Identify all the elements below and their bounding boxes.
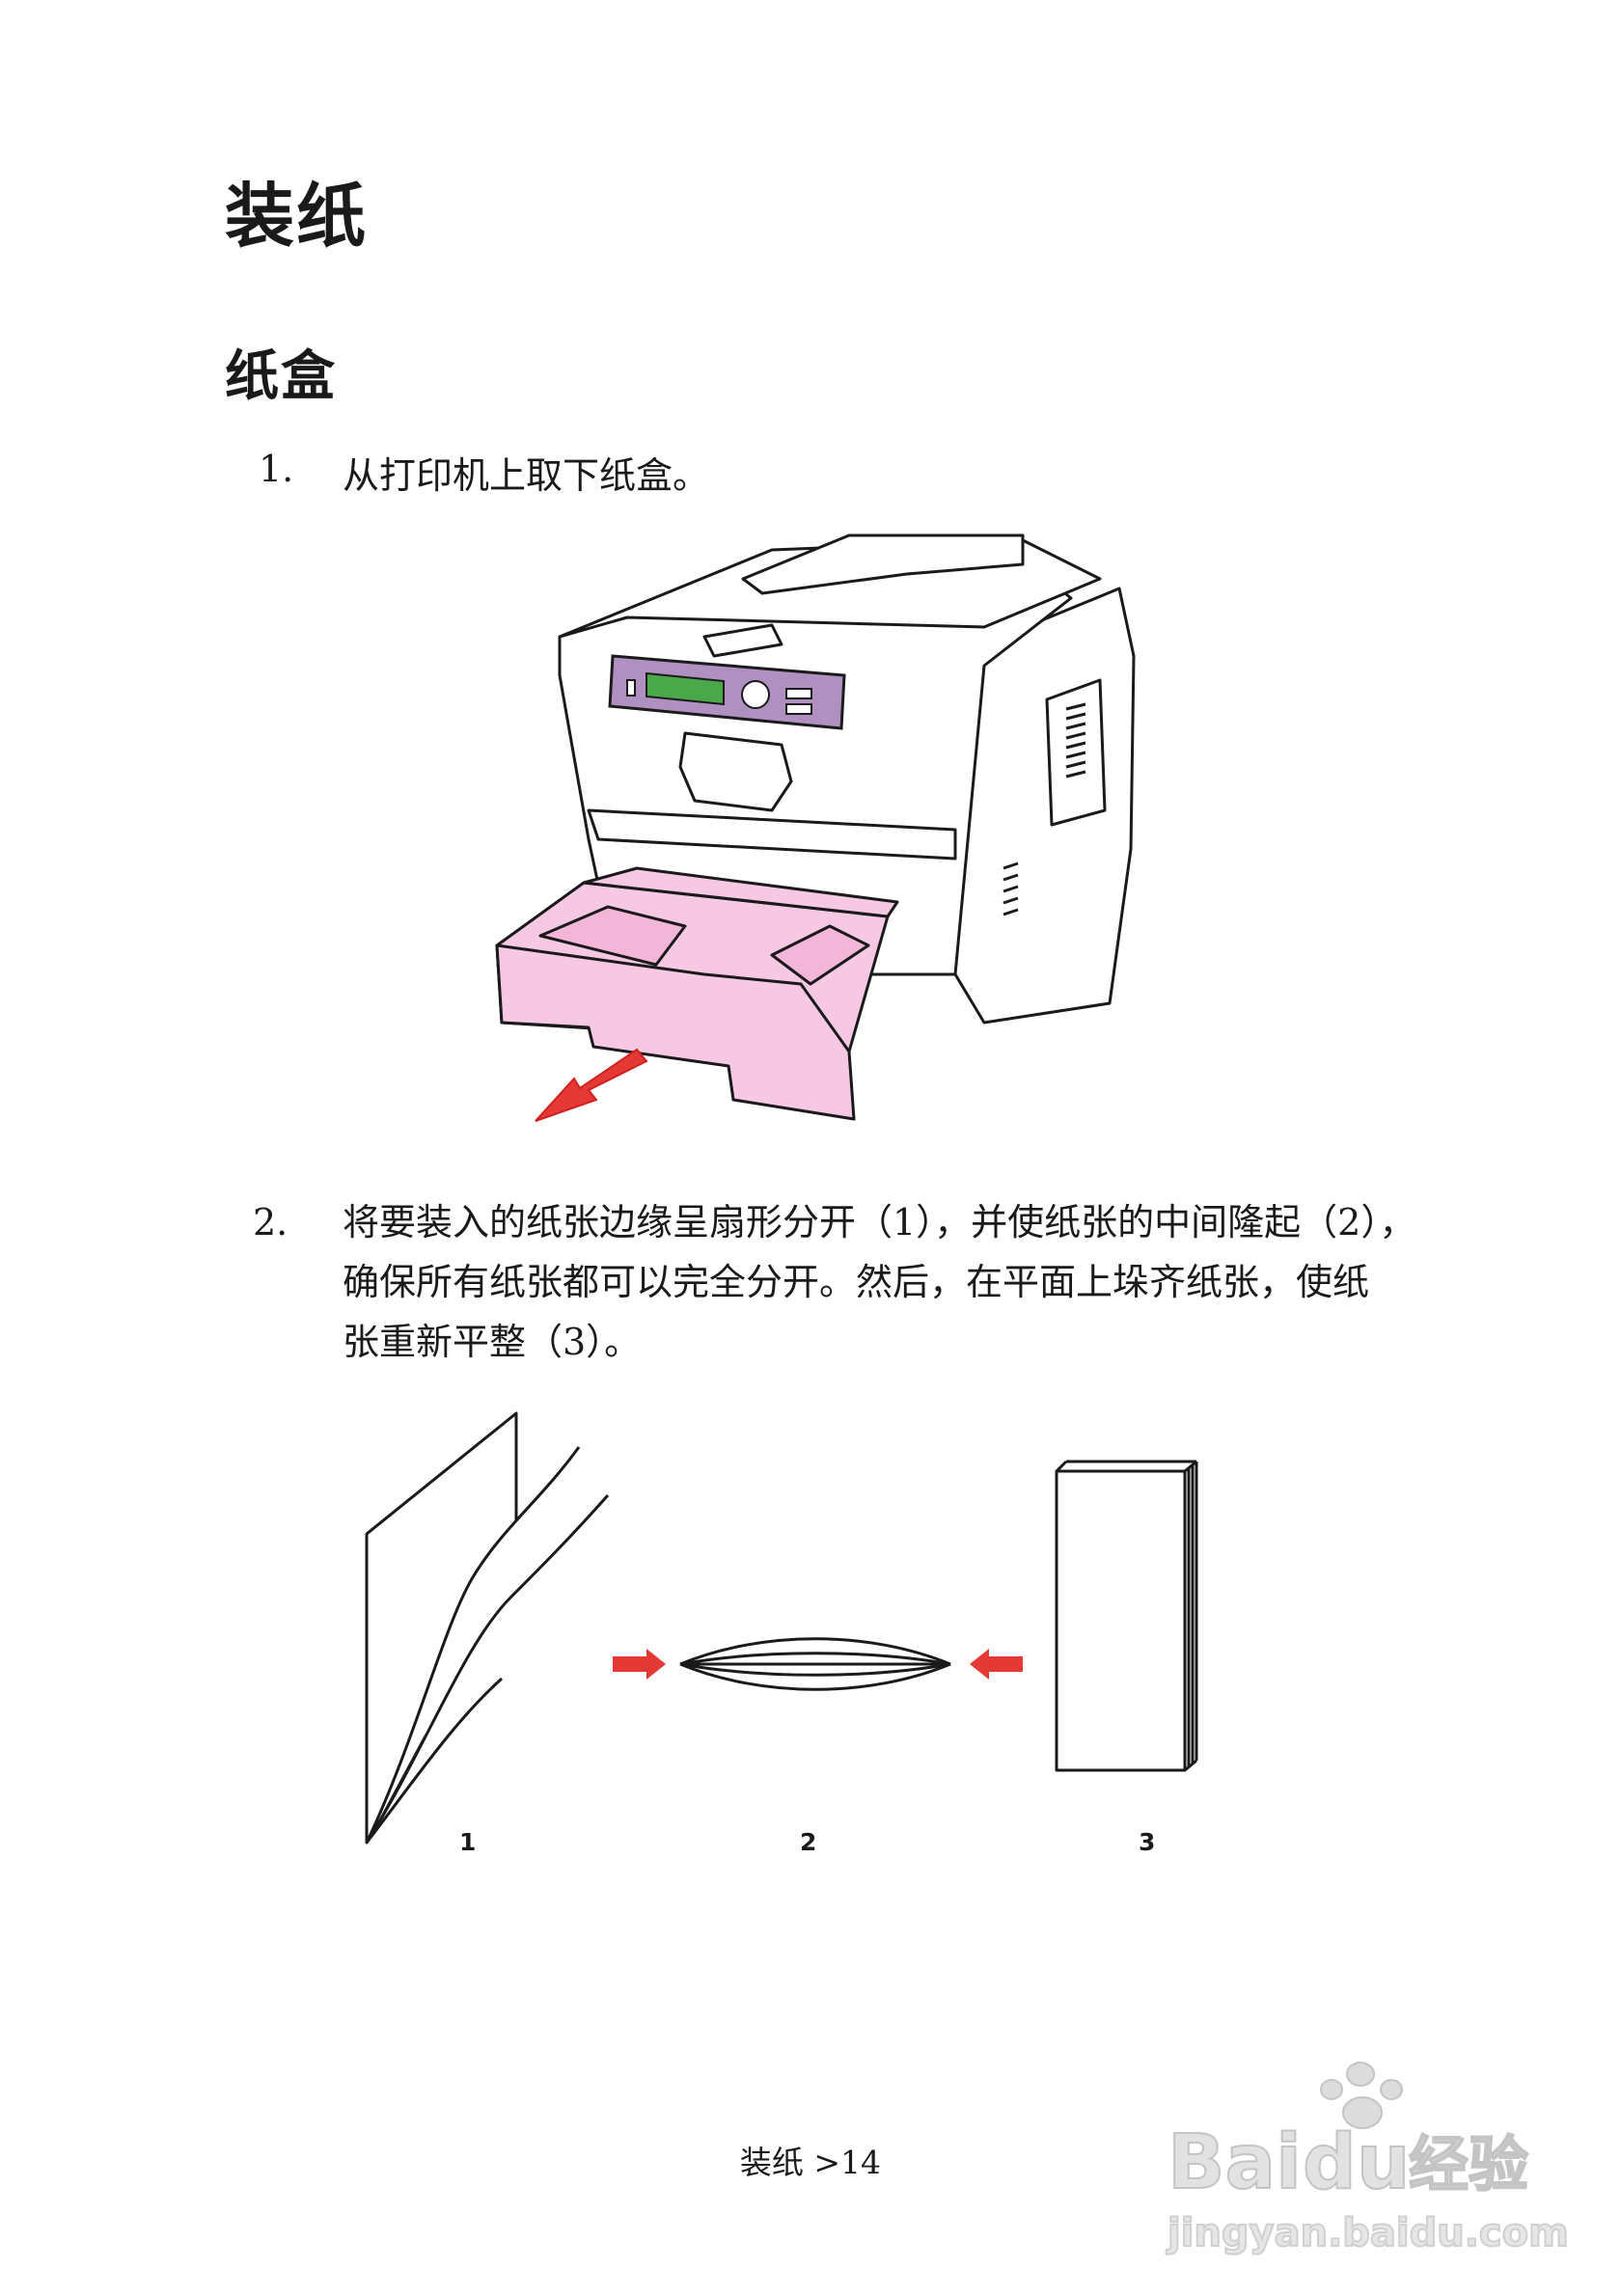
figure-label-2: 2 xyxy=(800,1828,817,1856)
paper-tray xyxy=(495,866,899,1121)
baidu-watermark-logo: Bai du 经验 jingyan.baidu.com xyxy=(1165,2062,1570,2256)
step-2-line: 张重新平整（3）。 xyxy=(343,1321,642,1363)
step-2-number: 2. xyxy=(253,1201,288,1244)
svg-text:du: du xyxy=(1303,2119,1410,2206)
squeeze-arrow-right-icon xyxy=(970,1649,1023,1680)
step-1-number: 1. xyxy=(259,448,294,490)
squeeze-arrow-left-icon xyxy=(613,1649,666,1680)
step-2-text: 将要装入的纸张边缘呈扇形分开（1），并使纸张的中间隆起（2）， 确保所有纸张都可… xyxy=(343,1192,1433,1372)
display-screen xyxy=(646,671,725,706)
fan-paper-illustration xyxy=(365,1411,1198,1845)
section-title: 纸盒 xyxy=(225,345,337,408)
figure-label-3: 3 xyxy=(1139,1828,1156,1856)
figure-label-1: 1 xyxy=(459,1828,477,1856)
step-2-line: 确保所有纸张都可以完全分开。然后，在平面上垛齐纸张，使纸 xyxy=(343,1261,1370,1303)
printer-tray-illustration xyxy=(495,533,1136,1122)
svg-text:jingyan.baidu.com: jingyan.baidu.com xyxy=(1166,2211,1569,2255)
page-title: 装纸 xyxy=(225,176,369,257)
step-1-text: 从打印机上取下纸盒。 xyxy=(343,454,710,497)
step-2-line: 将要装入的纸张边缘呈扇形分开（1），并使纸张的中间隆起（2）， xyxy=(343,1201,1416,1244)
svg-text:经验: 经验 xyxy=(1409,2129,1528,2200)
pull-arrow-icon xyxy=(535,1048,648,1122)
svg-text:Bai: Bai xyxy=(1168,2119,1302,2206)
page-footer: 装纸 >14 xyxy=(739,2144,882,2181)
